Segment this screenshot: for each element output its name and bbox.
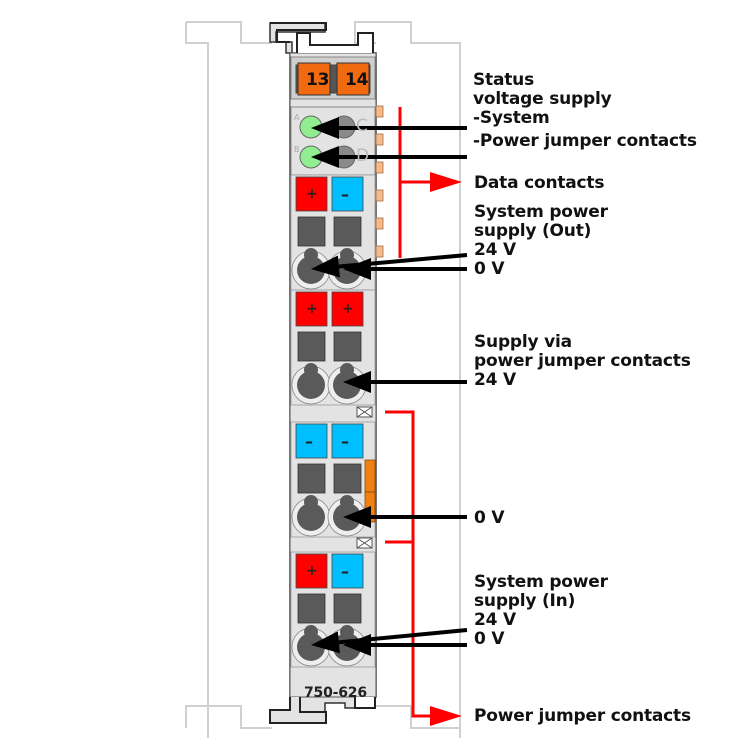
- module-part-number: 750-626: [304, 685, 367, 701]
- label-status-power-jumper: -Power jumper contacts: [473, 131, 697, 151]
- label-jumper-line2: power jumper contacts: [474, 351, 691, 371]
- minus-sign: –: [305, 432, 313, 451]
- push-button-slot[interactable]: [297, 216, 326, 247]
- label-system-in-line1: System power: [474, 572, 608, 592]
- callout-arrow: [343, 371, 467, 393]
- label-system-out-line2: supply (Out): [474, 221, 592, 241]
- terminal-label-14: [336, 62, 370, 96]
- led-letter-c: C: [356, 116, 368, 136]
- minus-marker: [331, 553, 364, 589]
- data-contacts-arrowhead: [430, 172, 462, 192]
- callout-arrow: [311, 253, 468, 278]
- terminal-label-13: [297, 62, 331, 96]
- label-system-out-line1: System power: [474, 202, 608, 222]
- minus-sign: –: [341, 432, 349, 451]
- minus-marker: [331, 423, 364, 459]
- label-status-system: -System: [473, 108, 550, 128]
- label-system-in-24v: 24 V: [474, 610, 516, 630]
- minus-sign: –: [341, 562, 349, 581]
- led-letter-d: D: [356, 146, 369, 166]
- push-button-slot[interactable]: [297, 331, 326, 362]
- push-button-slot[interactable]: [333, 593, 362, 624]
- label-power-jumper-contacts: Power jumper contacts: [474, 706, 691, 726]
- clamp-opening[interactable]: [297, 256, 325, 284]
- clamp-opening[interactable]: [297, 371, 325, 399]
- callout-arrow: [311, 146, 467, 168]
- neighbor-module-outline-left: [185, 21, 272, 738]
- callout-arrow: [311, 628, 468, 654]
- label-status-line2: voltage supply: [473, 89, 612, 109]
- label-status-voltage-supply: Status voltage supply -System -Power jum…: [473, 71, 697, 151]
- led-panel: [290, 106, 376, 176]
- plus-marker: [295, 176, 328, 212]
- terminal-label-area: [290, 56, 376, 100]
- label-system-power-in: System power supply (In) 24 V 0 V: [474, 573, 608, 649]
- data-contacts-bracket: [398, 107, 432, 258]
- label-supply-via-jumper: Supply via power jumper contacts 24 V: [474, 333, 691, 390]
- label-system-in-line2: supply (In): [474, 591, 576, 611]
- label-system-in-0v: 0 V: [474, 629, 505, 649]
- plus-sign: +: [306, 563, 318, 579]
- label-system-power-out: System power supply (Out) 24 V 0 V: [474, 203, 608, 279]
- contact-row-2: [290, 289, 376, 406]
- push-button-slot[interactable]: [297, 463, 326, 494]
- label-data-contacts: Data contacts: [474, 173, 605, 193]
- power-jumper-bracket: [385, 410, 432, 718]
- label-system-out-24v: 24 V: [474, 240, 516, 260]
- terminal-number-13: 13: [306, 70, 330, 90]
- minus-marker: [295, 423, 328, 459]
- plus-sign: +: [306, 186, 318, 202]
- push-button-slot[interactable]: [333, 216, 362, 247]
- plus-sign: +: [306, 301, 318, 317]
- clamp-opening[interactable]: [297, 503, 325, 531]
- callout-arrow: [343, 634, 467, 656]
- push-button-slot[interactable]: [333, 331, 362, 362]
- neighbor-module-outline-right: [354, 21, 461, 738]
- push-button-slot[interactable]: [333, 463, 362, 494]
- plus-sign: +: [342, 301, 354, 317]
- data-contacts: [375, 105, 384, 258]
- power-jumper-arrowhead: [430, 706, 462, 726]
- callout-arrow: [343, 258, 467, 280]
- plus-marker: [295, 291, 328, 327]
- terminal-number-14: 14: [345, 70, 369, 90]
- label-zero-v: 0 V: [474, 508, 505, 528]
- label-status-line1: Status: [473, 70, 534, 90]
- clamp-opening[interactable]: [297, 633, 325, 661]
- minus-marker: [331, 176, 364, 212]
- callout-arrow: [343, 506, 467, 528]
- callout-arrow: [311, 117, 467, 139]
- plus-marker: [295, 553, 328, 589]
- label-jumper-24v: 24 V: [474, 370, 516, 390]
- push-button-slot[interactable]: [297, 593, 326, 624]
- label-system-out-0v: 0 V: [474, 259, 505, 279]
- led-letter-a: A: [294, 113, 300, 122]
- plus-marker: [331, 291, 364, 327]
- minus-sign: –: [341, 185, 349, 204]
- label-jumper-line1: Supply via: [474, 332, 572, 352]
- led-letter-b: B: [294, 145, 300, 154]
